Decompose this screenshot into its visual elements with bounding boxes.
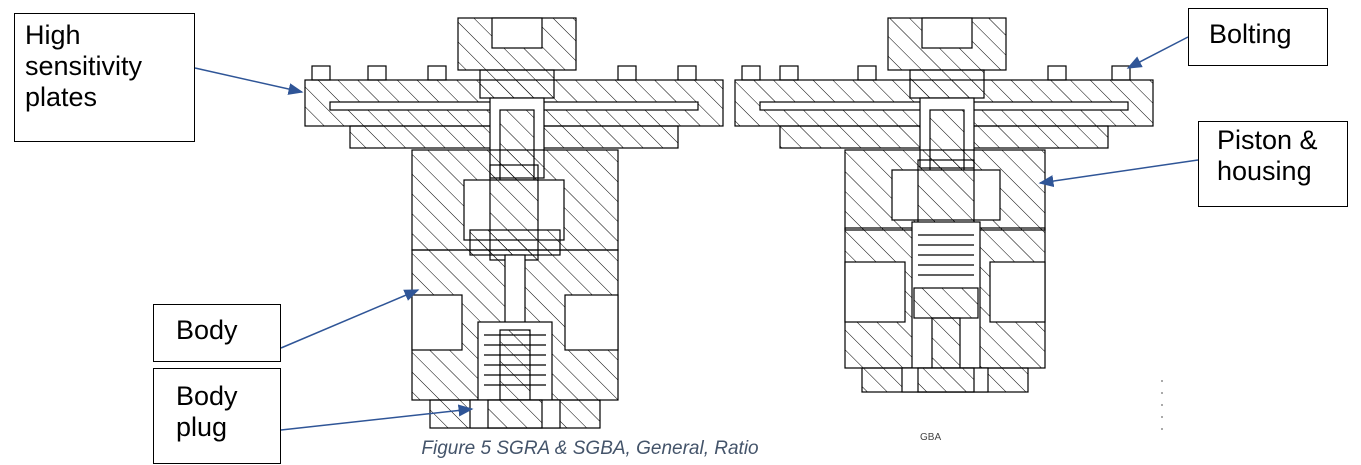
callout-arrows xyxy=(194,36,1199,431)
arrow-piston-housing xyxy=(1038,159,1199,187)
callout-body-plug: Body plug xyxy=(153,368,281,464)
callout-body: Body xyxy=(153,304,281,362)
left-spring xyxy=(477,321,553,403)
right-spring xyxy=(911,221,981,373)
callout-piston-housing: Piston & housing xyxy=(1198,121,1348,207)
callout-bolting: Bolting xyxy=(1188,8,1328,66)
arrow-body-plug xyxy=(280,404,474,431)
arrow-body xyxy=(280,289,420,349)
arrow-high-sensitivity xyxy=(194,67,304,95)
right-valve-drawing xyxy=(734,17,1154,393)
left-bolts xyxy=(311,65,697,81)
right-bolts xyxy=(741,65,1131,81)
figure-caption: Figure 5 SGRA & SGBA, General, Ratio xyxy=(421,438,759,459)
small-label: GBA xyxy=(920,432,942,443)
arrow-bolting xyxy=(1126,36,1189,69)
callout-high-sensitivity-plates: High sensitivity plates xyxy=(14,13,195,142)
left-valve-drawing xyxy=(304,17,724,429)
